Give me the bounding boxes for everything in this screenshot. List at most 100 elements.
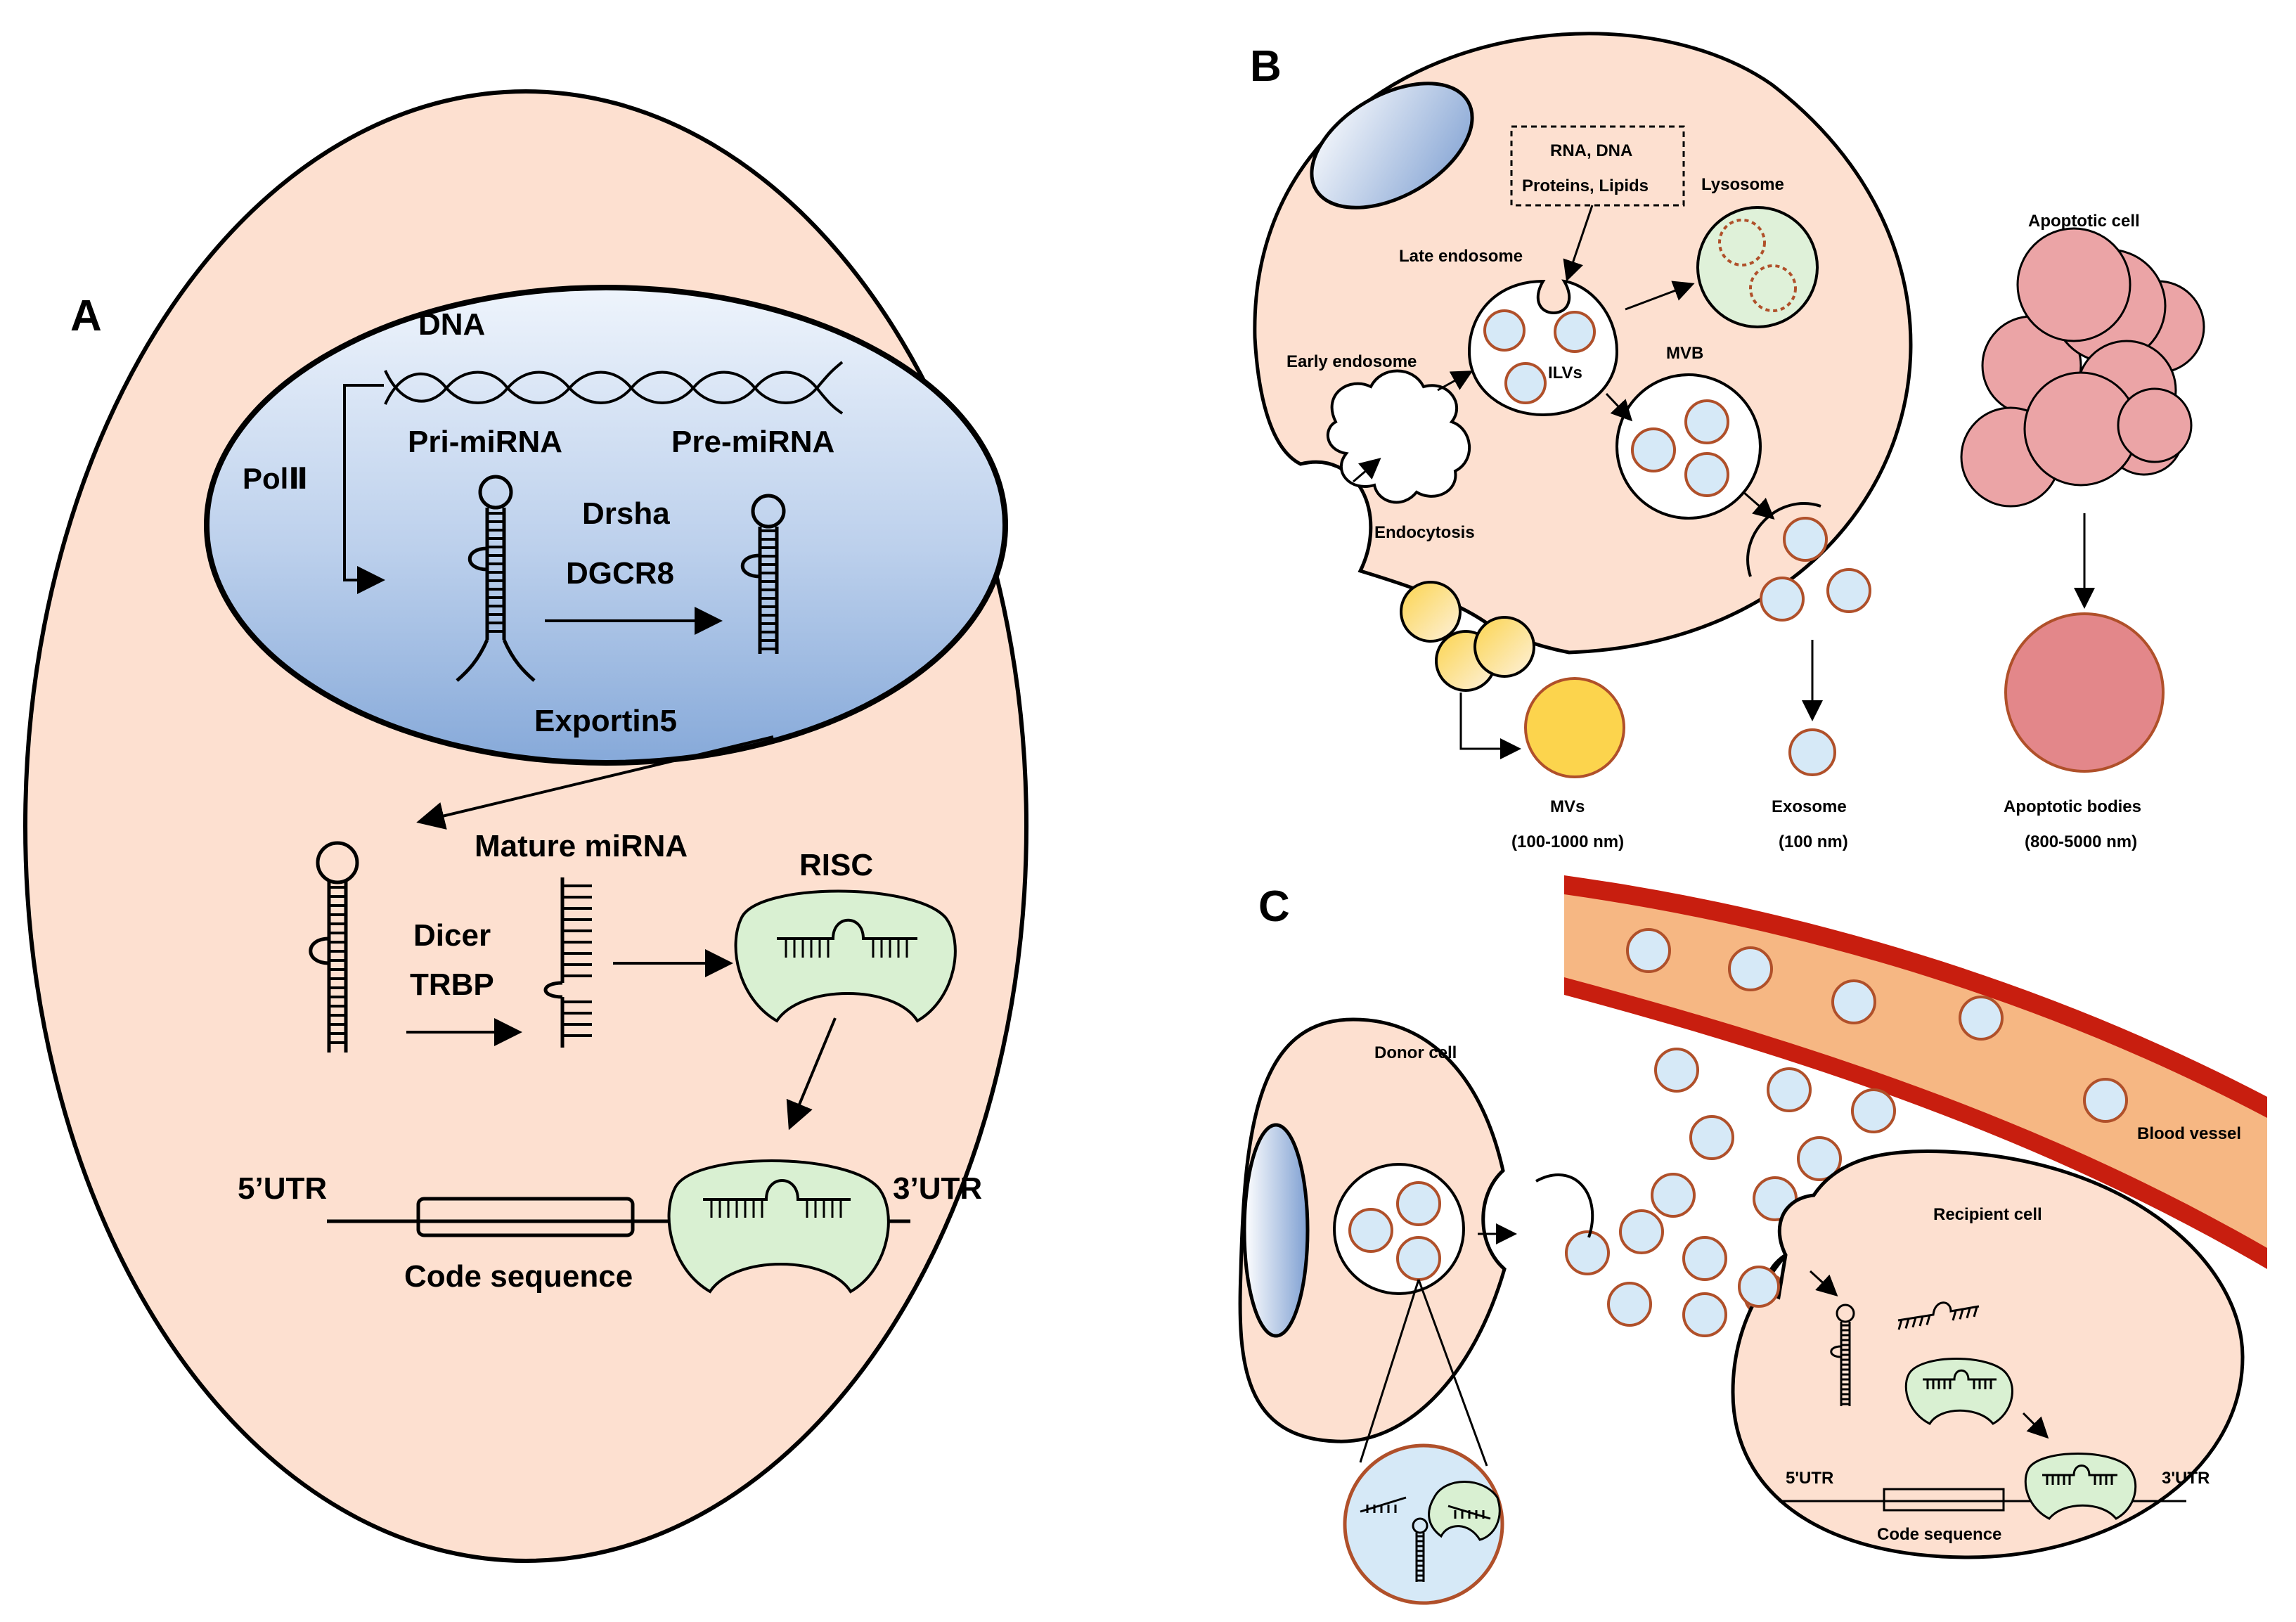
dna-label: DNA (418, 307, 485, 342)
recipient-uptake-arrow (1809, 1270, 1838, 1297)
base-tick (1926, 1314, 1931, 1325)
panel-a-letter: A (70, 292, 102, 340)
cytoplasm-pre-mirna (309, 841, 359, 1053)
base-tick (1897, 1319, 1903, 1330)
panel-a: A DNA PolⅡ Pri-miRNA Pre-miRNA Drsha DGC… (23, 89, 1028, 1563)
recipient-utr3-label: 3'UTR (2162, 1469, 2210, 1488)
zoom-line-left (1359, 1279, 1420, 1463)
ilvs-label: ILVs (1548, 363, 1582, 382)
blood-vessel-label: Blood vessel (2137, 1124, 2241, 1143)
recipient-risc-on-mrna (2024, 1453, 2137, 1520)
donor-nucleus (1242, 1123, 1310, 1338)
utr5-label: 5’UTR (238, 1171, 327, 1206)
risc-complex (734, 889, 957, 1023)
panel-b: B RNA, DNA Proteins, Lipids Lysosome Lat… (1250, 32, 2205, 851)
pol-ii-arrow (343, 384, 385, 594)
trbp-label: TRBP (410, 967, 494, 1002)
pol-ii-label: PolⅡ (243, 462, 308, 495)
base-tick (1966, 1308, 1971, 1319)
microvesicle (1524, 677, 1625, 778)
mv-budding (1400, 581, 1535, 692)
zoomed-exosome (1343, 1443, 1504, 1605)
donor-mvb-vesicle (1396, 1236, 1441, 1281)
dna-helix (384, 361, 844, 415)
endocytosis-arrow (1353, 458, 1381, 483)
utr3-label: 3’UTR (893, 1171, 982, 1206)
apoptotic-size-label: (800-5000 nm) (2025, 832, 2137, 851)
panel-c-letter: C (1258, 882, 1290, 931)
mature-mirna-label: Mature miRNA (475, 829, 688, 863)
base-tick (1904, 1318, 1910, 1329)
to-lysosome-arrow (1625, 281, 1695, 311)
mvb-vesicle (1631, 427, 1676, 472)
pri-mirna-hairpin (456, 475, 536, 682)
lysosome-vesicle (1749, 264, 1797, 312)
recipient-mature-mirna (1897, 1301, 1980, 1330)
recipient-code-sequence-label: Code sequence (1877, 1525, 2001, 1544)
cargo-line2: Proteins, Lipids (1522, 176, 1649, 195)
apoptotic-body (2004, 612, 2165, 773)
base-tick (1911, 1317, 1917, 1328)
exosome (1788, 728, 1836, 776)
exosome-size-label: (100 nm) (1779, 832, 1848, 851)
drsha-label: Drsha (582, 496, 670, 531)
exosome-release (1746, 502, 1871, 622)
panel-c: C Donor cell Blood vessel Recipient cell… (1238, 875, 2267, 1605)
recipient-risc (1904, 1358, 2013, 1425)
risc-label: RISC (799, 848, 873, 882)
base-tick (1959, 1308, 1964, 1320)
panel-a-nucleus (204, 285, 1008, 766)
mature-mirna-duplex (543, 877, 592, 1048)
to-mvb-arrow (1605, 392, 1633, 422)
risc-on-mrna (667, 1159, 890, 1294)
risc-down-arrow (786, 1017, 837, 1131)
mvs-label: MVs (1550, 797, 1585, 816)
mvb-vesicle (1684, 452, 1729, 497)
mvb-release-arrow (1743, 491, 1775, 520)
base-tick (1973, 1306, 1978, 1318)
recipient-code-box (1883, 1488, 2005, 1512)
code-sequence-label: Code sequence (404, 1259, 633, 1294)
pre-mirna-label: Pre-miRNA (671, 425, 834, 459)
donor-mvb-vesicle (1348, 1208, 1393, 1253)
recipient-hairpin (1830, 1304, 1855, 1406)
cargo-arrow (1563, 205, 1594, 282)
lysosome-vesicle (1718, 219, 1766, 266)
dgcr8-label: DGCR8 (566, 556, 674, 591)
cargo-box (1510, 125, 1685, 207)
mvb-vesicle (1684, 399, 1729, 444)
late-endosome-label: Late endosome (1399, 247, 1523, 266)
nucleus-icon (1310, 82, 1474, 210)
exosome-label: Exosome (1772, 797, 1847, 816)
blood-vessel-exosomes (1626, 928, 2128, 1123)
base-tick (1918, 1315, 1924, 1327)
late-endosome (1467, 279, 1619, 417)
lysosome-label: Lysosome (1701, 175, 1784, 194)
pri-mirna-label: Pri-miRNA (408, 425, 562, 459)
apoptotic-cell-label: Apoptotic cell (2028, 212, 2140, 231)
recipient-risc-arrow (2022, 1412, 2049, 1439)
lysosome (1696, 206, 1819, 328)
zoom-line-right (1417, 1279, 1488, 1467)
apoptotic-bodies-label: Apoptotic bodies (2004, 797, 2141, 816)
mvs-size-label: (100-1000 nm) (1511, 832, 1624, 851)
recipient-cell-label: Recipient cell (1933, 1205, 2042, 1224)
endocytosis-label: Endocytosis (1374, 523, 1475, 542)
code-sequence-box (416, 1197, 635, 1237)
exportin-label: Exportin5 (534, 704, 677, 738)
endocytosed-exosome (1738, 1266, 1780, 1308)
apoptotic-cell (1960, 227, 2205, 508)
mvb-label: MVB (1666, 344, 1703, 363)
early-endosome (1326, 369, 1471, 504)
recipient-utr5-label: 5'UTR (1786, 1469, 1833, 1488)
panel-b-letter: B (1250, 42, 1282, 91)
recipient-cell (1731, 1149, 2245, 1559)
early-endosome-label: Early endosome (1286, 352, 1417, 371)
pre-mirna-hairpin (740, 494, 786, 654)
to-late-endosome-arrow (1437, 371, 1473, 392)
donor-mvb-vesicle (1396, 1181, 1441, 1226)
exportin-arrow (416, 735, 774, 830)
donor-cell-label: Donor cell (1374, 1043, 1457, 1062)
